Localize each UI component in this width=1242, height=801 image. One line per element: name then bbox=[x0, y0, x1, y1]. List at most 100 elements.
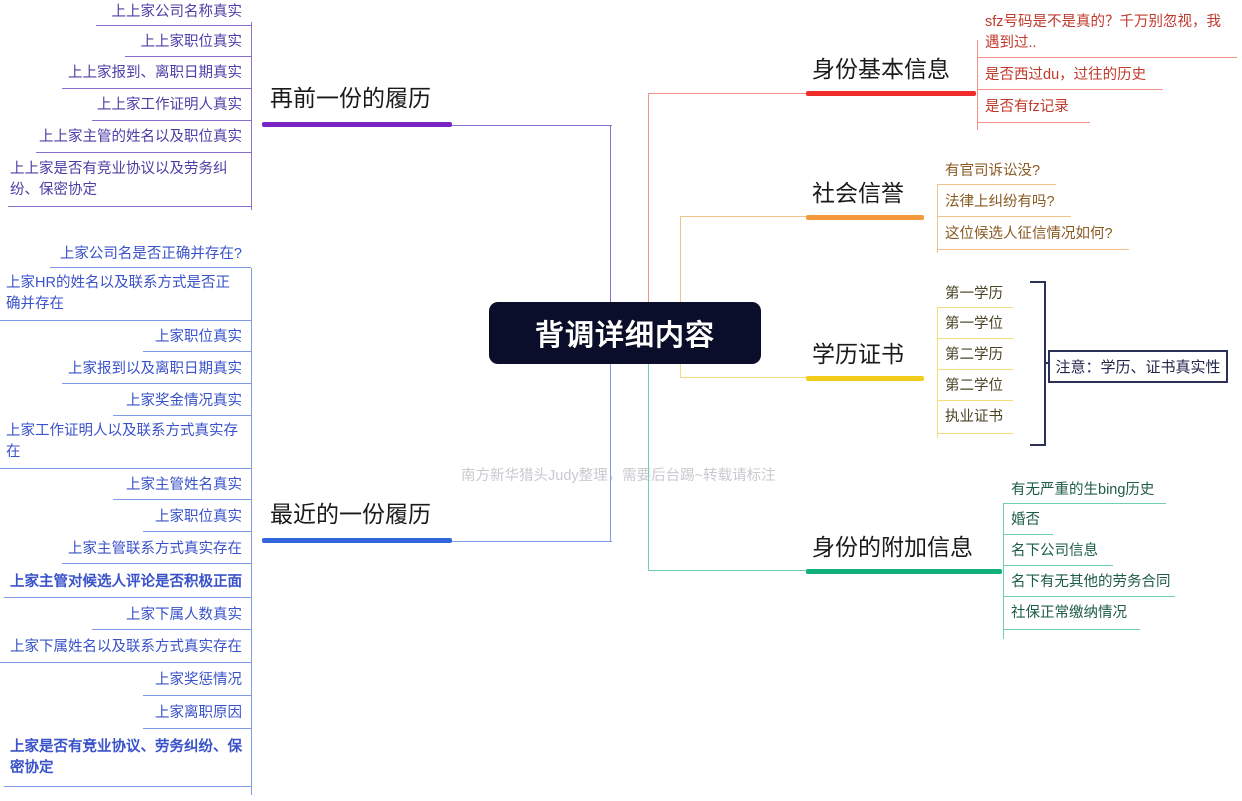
leaf-rule bbox=[62, 88, 251, 89]
leaf-identity-basic-1[interactable]: 是否西过du，过往的历史 bbox=[977, 60, 1163, 92]
leaf-label: 这位候选人征信情况如何? bbox=[945, 226, 1113, 242]
leaf-latest-12[interactable]: 上家奖惩情况 bbox=[0, 665, 251, 698]
leaf-rule bbox=[0, 662, 251, 663]
leaf-education-0[interactable]: 第一学历 bbox=[937, 281, 1013, 310]
leaf-identity-additional-1[interactable]: 婚否 bbox=[1003, 506, 1053, 537]
leaf-label: 上家报到以及离职日期真实 bbox=[68, 361, 242, 377]
leaf-label: 上家职位真实 bbox=[155, 329, 242, 345]
connector-latest-vertical bbox=[610, 361, 611, 542]
leaf-rule bbox=[4, 597, 251, 598]
connector-additional-horizontal bbox=[648, 570, 810, 571]
branch-head-identity-basic[interactable]: 身份基本信息 bbox=[806, 55, 976, 99]
branch-head-identity-basic-label: 身份基本信息 bbox=[812, 56, 950, 82]
leaf-label: 上家离职原因 bbox=[155, 705, 242, 721]
leaf-label: 是否有fz记录 bbox=[985, 99, 1069, 115]
leaf-label: sfz号码是不是真的？千万别忽视，我遇到过.. bbox=[985, 14, 1222, 51]
leaf-identity-additional-3[interactable]: 名下有无其他的劳务合同 bbox=[1003, 568, 1175, 599]
leaf-identity-additional-4[interactable]: 社保正常缴纳情况 bbox=[1003, 599, 1140, 632]
leaf-education-3[interactable]: 第二学位 bbox=[937, 372, 1013, 403]
leaf-education-1[interactable]: 第一学位 bbox=[937, 310, 1013, 341]
leaf-label: 名下公司信息 bbox=[1011, 543, 1098, 559]
education-note-label: 注意：学历、证书真实性 bbox=[1055, 359, 1221, 376]
leaf-identity-basic-0[interactable]: sfz号码是不是真的？千万别忽视，我遇到过.. bbox=[977, 11, 1237, 60]
branch-head-prev-prev-rule bbox=[262, 122, 452, 127]
branch-head-identity-additional[interactable]: 身份的附加信息 bbox=[806, 533, 1002, 577]
leaf-rule bbox=[1003, 534, 1053, 535]
leaf-rule bbox=[937, 369, 1013, 370]
leaf-prev-prev-5[interactable]: 上上家是否有竞业协议以及劳务纠纷、保密协定 bbox=[0, 155, 251, 209]
leaf-label: 上家公司名是否正确并存在? bbox=[59, 246, 242, 262]
leaf-social-credit-0[interactable]: 有官司诉讼没? bbox=[937, 158, 1056, 187]
leaf-latest-6[interactable]: 上家主管姓名真实 bbox=[0, 470, 251, 502]
leaf-label: 上家工作证明人以及联系方式真实存在 bbox=[6, 423, 238, 460]
branch-head-social-credit[interactable]: 社会信誉 bbox=[806, 179, 924, 223]
leaf-label: 法律上纠纷有吗? bbox=[945, 194, 1055, 210]
leaf-label: 是否西过du，过往的历史 bbox=[985, 67, 1147, 83]
leaf-rule bbox=[143, 531, 251, 532]
leaf-rule bbox=[113, 499, 251, 500]
center-node[interactable]: 背调详细内容 bbox=[489, 302, 761, 364]
branch-head-education[interactable]: 学历证书 bbox=[806, 340, 924, 384]
leaf-rule bbox=[1003, 503, 1166, 504]
branch-head-latest-rule bbox=[262, 538, 452, 543]
leaf-identity-additional-2[interactable]: 名下公司信息 bbox=[1003, 537, 1113, 568]
leaf-latest-7[interactable]: 上家职位真实 bbox=[0, 502, 251, 534]
watermark-text: 南方新华猎头Judy整理，需要后台踢~转载请标注 bbox=[461, 468, 776, 484]
leaf-rule bbox=[937, 307, 1013, 308]
leaf-latest-0[interactable]: 上家公司名是否正确并存在? bbox=[0, 242, 251, 270]
leaf-prev-prev-4[interactable]: 上上家主管的姓名以及职位真实 bbox=[0, 123, 251, 155]
branch-head-identity-basic-rule bbox=[806, 91, 976, 96]
leaf-latest-14[interactable]: 上家是否有竞业协议、劳务纠纷、保密协定 bbox=[0, 731, 251, 789]
branch-head-prev-prev-label: 再前一份的履历 bbox=[270, 85, 431, 111]
spine-latest bbox=[251, 268, 252, 795]
leaf-social-credit-1[interactable]: 法律上纠纷有吗? bbox=[937, 187, 1071, 219]
branch-head-identity-additional-rule bbox=[806, 569, 1002, 574]
leaf-rule bbox=[92, 629, 251, 630]
leaf-identity-additional-0[interactable]: 有无严重的生bing历史 bbox=[1003, 477, 1166, 506]
center-node-label: 背调详细内容 bbox=[534, 320, 715, 352]
leaf-rule bbox=[92, 120, 251, 121]
leaf-label: 上家HR的姓名以及联系方式是否正确并存在 bbox=[6, 275, 230, 312]
leaf-rule bbox=[8, 206, 251, 207]
leaf-rule bbox=[125, 56, 251, 57]
leaf-rule bbox=[1003, 596, 1175, 597]
leaf-label: 有无严重的生bing历史 bbox=[1011, 482, 1155, 498]
leaf-education-2[interactable]: 第二学历 bbox=[937, 341, 1013, 372]
branch-head-prev-prev[interactable]: 再前一份的履历 bbox=[262, 84, 462, 130]
leaf-rule bbox=[0, 320, 251, 321]
leaf-label: 第二学历 bbox=[945, 347, 1003, 363]
leaf-education-4[interactable]: 执业证书 bbox=[937, 403, 1013, 436]
leaf-latest-1[interactable]: 上家HR的姓名以及联系方式是否正确并存在 bbox=[0, 270, 251, 322]
leaf-latest-9[interactable]: 上家主管对候选人评论是否积极正面 bbox=[0, 566, 251, 600]
branch-head-latest[interactable]: 最近的一份履历 bbox=[262, 500, 462, 546]
leaf-label: 执业证书 bbox=[945, 409, 1003, 425]
connector-social-vertical bbox=[680, 216, 681, 305]
leaf-latest-8[interactable]: 上家主管联系方式真实存在 bbox=[0, 534, 251, 566]
connector-identity-horizontal bbox=[648, 93, 810, 94]
leaf-prev-prev-2[interactable]: 上上家报到、离职日期真实 bbox=[0, 59, 251, 91]
education-note-box[interactable]: 注意：学历、证书真实性 bbox=[1048, 350, 1228, 383]
leaf-rule bbox=[1003, 629, 1140, 630]
leaf-latest-5[interactable]: 上家工作证明人以及联系方式真实存在 bbox=[0, 418, 251, 470]
leaf-latest-4[interactable]: 上家奖金情况真实 bbox=[0, 386, 251, 418]
leaf-identity-basic-2[interactable]: 是否有fz记录 bbox=[977, 92, 1090, 125]
connector-identity-vertical bbox=[648, 93, 649, 305]
leaf-latest-3[interactable]: 上家报到以及离职日期真实 bbox=[0, 354, 251, 386]
leaf-prev-prev-0[interactable]: 上上家公司名称真实 bbox=[0, 0, 251, 28]
leaf-label: 第一学位 bbox=[945, 316, 1003, 332]
connector-latest-horizontal bbox=[452, 541, 612, 542]
leaf-latest-10[interactable]: 上家下属人数真实 bbox=[0, 600, 251, 632]
leaf-label: 名下有无其他的劳务合同 bbox=[1011, 574, 1171, 590]
leaf-latest-13[interactable]: 上家离职原因 bbox=[0, 698, 251, 731]
branch-head-social-credit-label: 社会信誉 bbox=[812, 180, 904, 206]
leaf-latest-2[interactable]: 上家职位真实 bbox=[0, 322, 251, 354]
leaf-label: 上上家报到、离职日期真实 bbox=[68, 65, 242, 81]
branch-head-education-rule bbox=[806, 376, 924, 381]
leaf-prev-prev-3[interactable]: 上上家工作证明人真实 bbox=[0, 91, 251, 123]
branch-head-identity-additional-label: 身份的附加信息 bbox=[812, 534, 973, 560]
leaf-social-credit-2[interactable]: 这位候选人征信情况如何? bbox=[937, 219, 1129, 252]
leaf-label: 上家主管联系方式真实存在 bbox=[68, 541, 242, 557]
leaf-prev-prev-1[interactable]: 上上家职位真实 bbox=[0, 28, 251, 59]
leaf-latest-11[interactable]: 上家下属姓名以及联系方式真实存在 bbox=[0, 632, 251, 665]
